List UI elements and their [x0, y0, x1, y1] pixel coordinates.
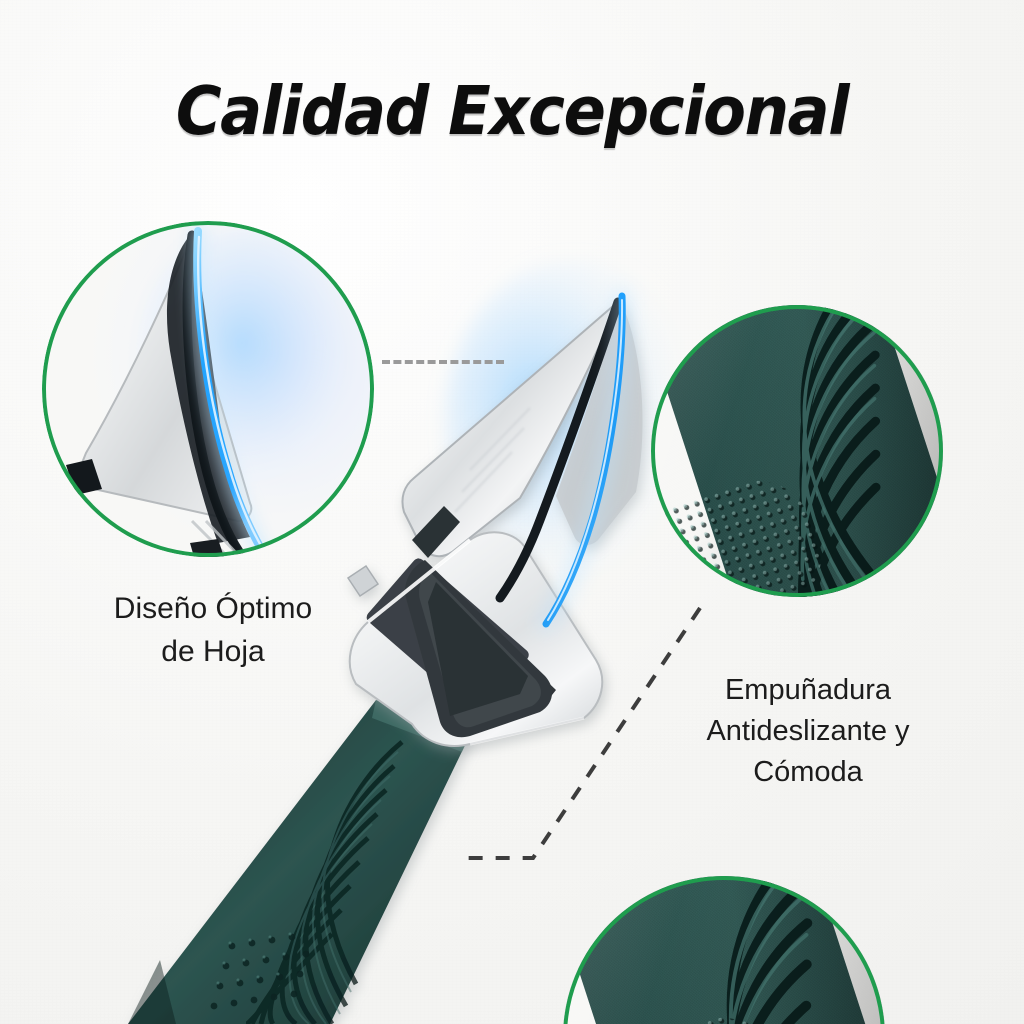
handle-chevron-grooves: [244, 740, 404, 1024]
callout-circle-blade: [42, 221, 374, 557]
handle-stipple: [210, 932, 310, 1010]
grip-macro-illustration: [651, 305, 943, 597]
product-handle: [128, 700, 470, 1024]
handle-dot-texture: [212, 930, 340, 1024]
grip-sheen: [651, 305, 943, 597]
grip-macro-illustration-bottom: [563, 876, 885, 1024]
grip-sheen-bottom: [563, 876, 885, 1024]
callout-circle-grip-bottom: [563, 876, 885, 1024]
callout-label-grip: Empuñadura Antideslizante y Cómoda: [706, 674, 910, 789]
blade-shadow-line: [495, 297, 623, 603]
callout-circle-grip: [651, 305, 943, 597]
blade-edge-glow-outer: [538, 288, 631, 632]
blade-macro-illustration: [66, 222, 352, 557]
clipper-lever: [366, 506, 556, 738]
page-title: Calidad Excepcional: [175, 72, 850, 150]
clipper-steel-head: [346, 299, 643, 747]
connector-blade-dashed: [382, 360, 504, 364]
callout-label-blade: Diseño Óptimo de Hoja: [113, 592, 313, 668]
blade-edge-highlight: [542, 292, 626, 628]
